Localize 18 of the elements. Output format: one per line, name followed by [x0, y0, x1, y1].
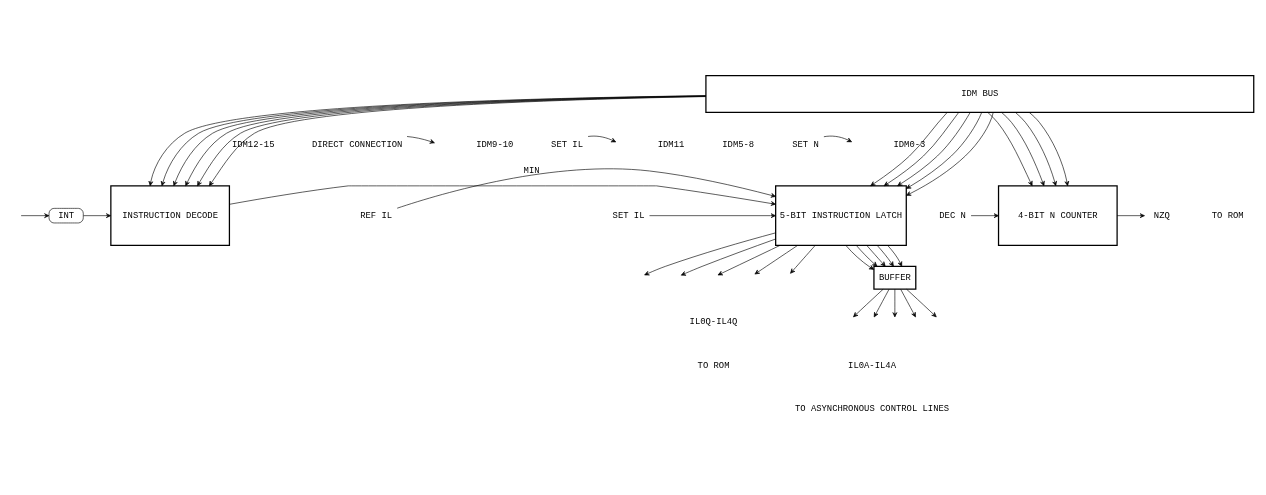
edge-label: MIN: [523, 165, 540, 176]
node-text: NZQ: [1153, 210, 1170, 221]
node-text: SET N: [792, 139, 819, 150]
label: IDM11: [657, 139, 685, 150]
label: IDM0-3: [893, 139, 926, 150]
label: TO ROM: [1211, 210, 1244, 221]
label: IL0A-IL4A: [848, 360, 896, 371]
label: IDM12-15: [231, 139, 275, 150]
label: IDM5-8: [722, 139, 755, 150]
node-text: DEC N: [939, 210, 966, 221]
node-text: REF IL: [360, 210, 393, 221]
label: TO ASYNCHRONOUS CONTROL LINES: [794, 403, 950, 414]
node-text: SET IL: [551, 139, 584, 150]
node-text: SET IL: [612, 210, 645, 221]
label: TO ROM: [697, 360, 730, 371]
node-text: DIRECT CONNECTION: [311, 139, 403, 150]
label: IDM9-10: [476, 139, 514, 150]
label: IL0Q-IL4Q: [689, 316, 738, 327]
